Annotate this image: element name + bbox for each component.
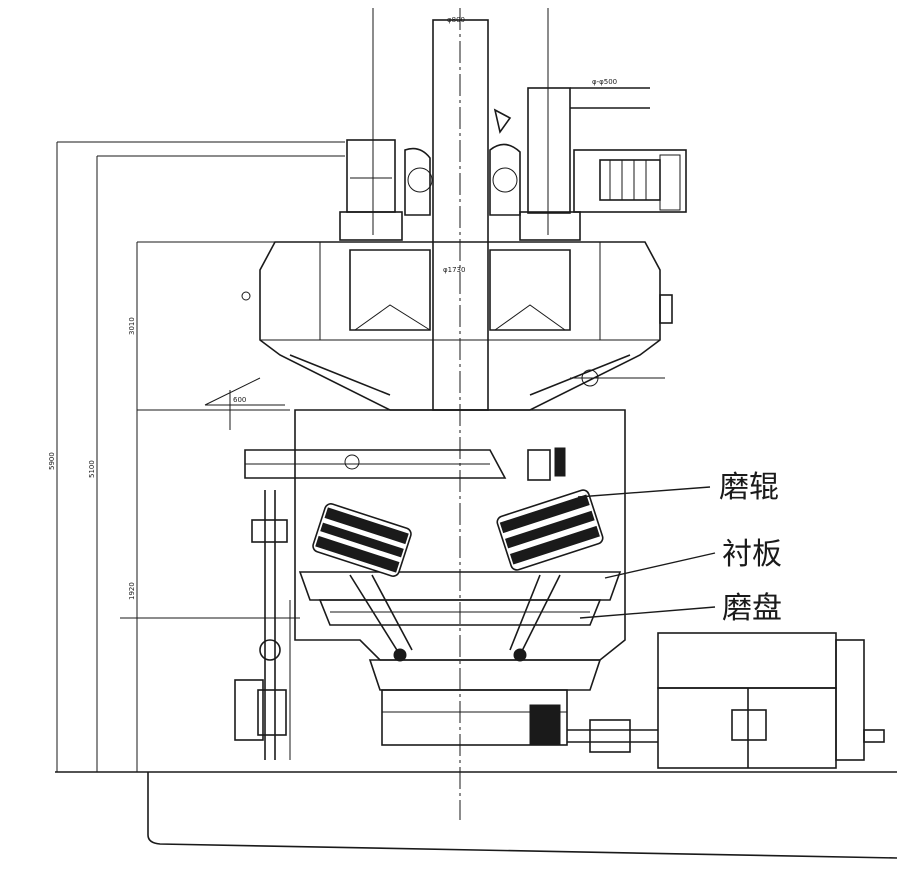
label-grinding-roller: 磨辊 [719, 470, 779, 505]
dim-upper-height: 3010 [128, 317, 136, 335]
dim-side-offset: 600 [233, 396, 246, 404]
label-liner-plate: 衬板 [722, 537, 782, 572]
dim-inner-pipe: φ1730 [443, 266, 465, 274]
callout-leaders [577, 486, 716, 619]
dim-top-pipe: φ800 [447, 16, 465, 24]
dim-side-pipe: φ-φ500 [592, 78, 617, 86]
right-grinding-roller [496, 447, 604, 662]
label-grinding-table: 磨盘 [722, 591, 782, 626]
left-grinding-roller [312, 503, 413, 662]
dim-mid-height: 5100 [88, 460, 96, 478]
foundation [55, 771, 898, 859]
dimension-lines: 5900 5100 3010 1920 600 [48, 141, 345, 772]
left-outlet-duct [339, 139, 403, 241]
separator-drive [404, 108, 687, 216]
left-hydraulic-unit [234, 490, 291, 760]
dim-lower-height: 1920 [128, 582, 136, 600]
top-guide-lines [372, 8, 549, 235]
main-drive-motor [529, 632, 885, 769]
central-pipe: φ800 φ1730 [432, 8, 489, 820]
dim-total-height: 5900 [48, 452, 56, 470]
lower-housing [368, 659, 602, 746]
right-outlet-duct: φ-φ500 [519, 78, 650, 241]
